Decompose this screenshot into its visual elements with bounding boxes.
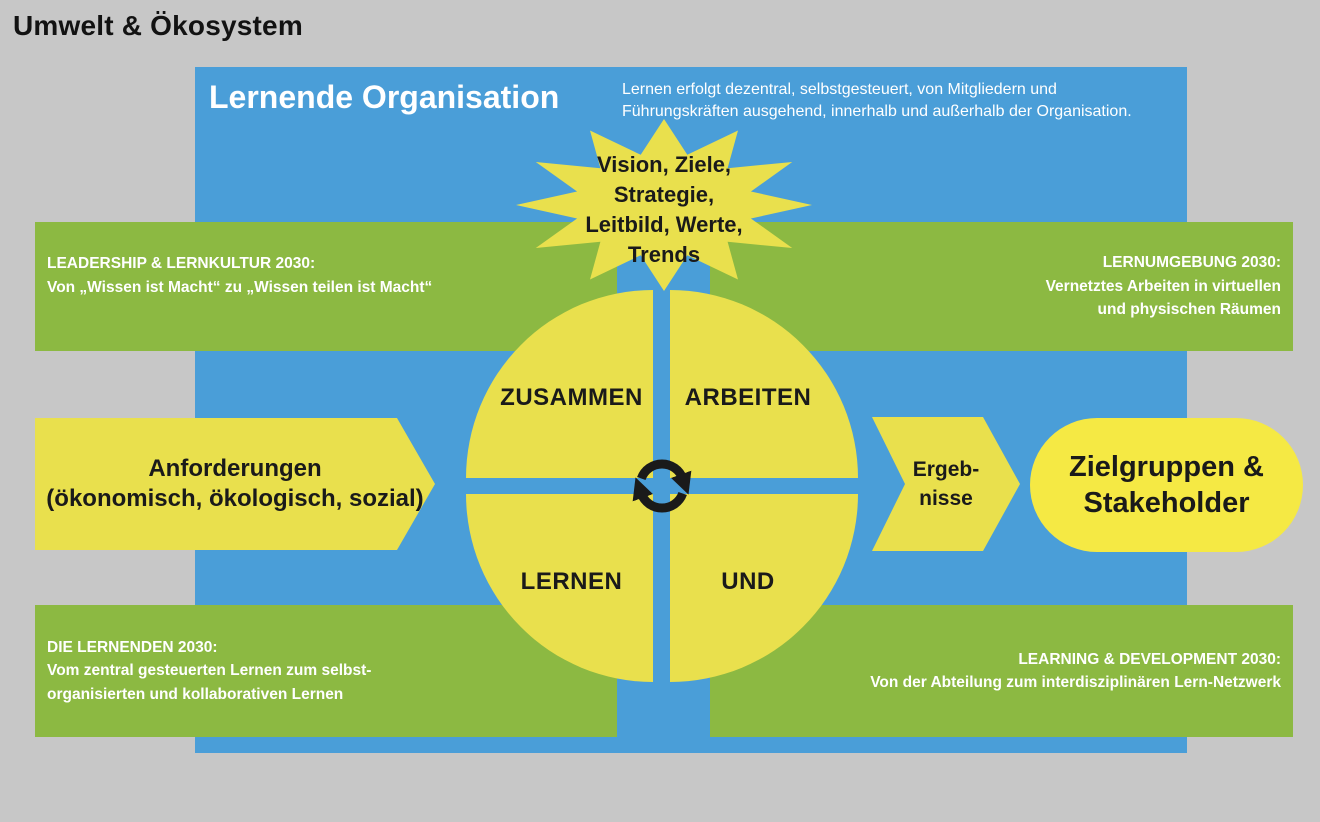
bar-title: LEARNING & DEVELOPMENT 2030: — [1018, 650, 1281, 668]
bar-text: Von „Wissen ist Macht“ zu „Wissen teilen… — [47, 278, 433, 296]
bar-title: LERNUMGEBUNG 2030: — [1102, 254, 1281, 272]
quadrant-label: LERNEN — [520, 568, 623, 595]
bar-learning-development: LEARNING & DEVELOPMENT 2030: Von der Abt… — [710, 605, 1293, 737]
quadrant-label: ZUSAMMEN — [500, 384, 643, 411]
quadrant-arbeiten: ARBEITEN — [670, 290, 858, 478]
quadrant-label: ARBEITEN — [684, 384, 812, 411]
starburst-label: Vision, Ziele, Strategie, Leitbild, Wert… — [585, 152, 743, 267]
quadrant-zusammen: ZUSAMMEN — [466, 290, 653, 478]
bar-text: Von der Abteilung zum interdisziplinären… — [870, 674, 1281, 691]
stakeholder-pill: Zielgruppen & Stakeholder — [1030, 418, 1303, 552]
bar-leadership-lernkultur: LEADERSHIP & LERNKULTUR 2030: Von „Wisse… — [35, 222, 617, 351]
bar-text: Vom zentral gesteuerten Lernen zum selbs… — [47, 662, 372, 703]
quadrant-und: UND — [670, 494, 858, 682]
quadrant-lernen: LERNEN — [466, 494, 653, 682]
quadrant-label: UND — [721, 568, 775, 595]
bar-title: LEADERSHIP & LERNKULTUR 2030: — [47, 255, 316, 272]
bar-text: Vernetztes Arbeiten in virtuellen und ph… — [1045, 277, 1281, 319]
page-title: Umwelt & Ökosystem — [13, 10, 303, 41]
cycle-icon — [632, 459, 692, 513]
input-arrow-anforderungen: Anforderungen (ökonomisch, ökologisch, s… — [35, 418, 435, 550]
bar-title: DIE LERNENDEN 2030: — [47, 638, 218, 656]
panel-title: Lernende Organisation — [209, 79, 560, 115]
panel-description: Lernen erfolgt dezentral, selbstgesteuer… — [622, 81, 1132, 120]
bar-lernumgebung: LERNUMGEBUNG 2030: Vernetztes Arbeiten i… — [710, 222, 1293, 351]
zusammen-arbeiten-lernen-circle: ZUSAMMEN ARBEITEN LERNEN UND — [466, 290, 858, 682]
starburst-shape — [516, 119, 812, 291]
